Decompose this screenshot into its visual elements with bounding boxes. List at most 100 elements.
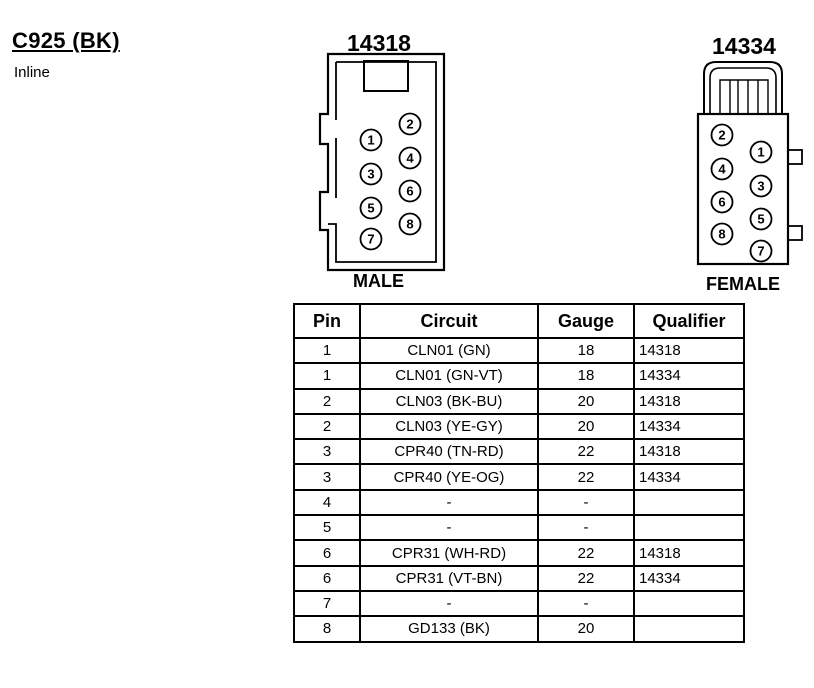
table-header-row: Pin Circuit Gauge Qualifier <box>293 303 745 339</box>
female-part-number: 14334 <box>712 33 776 59</box>
cell-circuit: CLN03 (BK-BU) <box>359 387 539 415</box>
cell-pin: 1 <box>293 336 361 365</box>
header-circuit: Circuit <box>359 303 539 339</box>
cell-pin: 8 <box>293 615 361 643</box>
cell-gauge: 22 <box>537 438 635 466</box>
female-pin-1: 1 <box>749 140 773 164</box>
svg-text:5: 5 <box>367 201 374 216</box>
svg-text:6: 6 <box>406 184 413 199</box>
female-label: FEMALE <box>706 274 780 294</box>
female-pin-7: 7 <box>749 239 773 263</box>
cell-gauge: 20 <box>537 615 635 643</box>
svg-text:6: 6 <box>718 195 725 210</box>
cell-gauge: 22 <box>537 564 635 592</box>
cell-pin: 2 <box>293 412 361 441</box>
male-pin-5: 5 <box>359 196 383 220</box>
cell-gauge: - <box>537 589 635 618</box>
svg-text:7: 7 <box>367 232 374 247</box>
cell-qualifier: 14318 <box>633 336 745 365</box>
svg-text:4: 4 <box>406 151 414 166</box>
male-pin-8: 8 <box>398 212 422 236</box>
cell-pin: 4 <box>293 488 361 517</box>
cell-qualifier <box>633 589 745 618</box>
svg-text:1: 1 <box>757 145 764 160</box>
cell-circuit: CPR40 (TN-RD) <box>359 438 539 466</box>
cell-qualifier <box>633 488 745 517</box>
cell-circuit: - <box>359 488 539 517</box>
table-row: 5-- <box>293 514 745 542</box>
cell-gauge: 22 <box>537 463 635 491</box>
female-pin-6: 6 <box>710 190 734 214</box>
cell-pin: 6 <box>293 539 361 567</box>
cell-circuit: CLN03 (YE-GY) <box>359 412 539 441</box>
svg-text:7: 7 <box>757 244 764 259</box>
cell-circuit: CPR40 (YE-OG) <box>359 463 539 491</box>
female-pin-4: 4 <box>710 157 734 181</box>
cell-pin: 7 <box>293 589 361 618</box>
male-pin-6: 6 <box>398 179 422 203</box>
female-pin-5: 5 <box>749 207 773 231</box>
female-pin-2: 2 <box>710 123 734 147</box>
cell-gauge: 18 <box>537 336 635 365</box>
header-gauge: Gauge <box>537 303 635 339</box>
svg-text:4: 4 <box>718 162 726 177</box>
cell-qualifier: 14334 <box>633 412 745 441</box>
cell-circuit: CPR31 (VT-BN) <box>359 564 539 592</box>
header-qualifier: Qualifier <box>633 303 745 339</box>
male-label: MALE <box>353 271 404 291</box>
header-pin: Pin <box>293 303 361 339</box>
cell-gauge: 22 <box>537 539 635 567</box>
cell-qualifier <box>633 615 745 643</box>
cell-pin: 3 <box>293 438 361 466</box>
female-pin-8: 8 <box>710 222 734 246</box>
table-row: 7-- <box>293 589 745 618</box>
svg-text:2: 2 <box>718 128 725 143</box>
cell-circuit: - <box>359 514 539 542</box>
cell-gauge: - <box>537 514 635 542</box>
female-pin-3: 3 <box>749 174 773 198</box>
cell-gauge: 18 <box>537 362 635 390</box>
cell-qualifier: 14318 <box>633 539 745 567</box>
svg-text:2: 2 <box>406 117 413 132</box>
svg-text:8: 8 <box>718 227 725 242</box>
cell-qualifier: 14334 <box>633 362 745 390</box>
cell-pin: 2 <box>293 387 361 415</box>
male-pin-7: 7 <box>359 227 383 251</box>
cell-pin: 6 <box>293 564 361 592</box>
connector-location: Inline <box>14 64 50 81</box>
svg-text:1: 1 <box>367 133 374 148</box>
cell-circuit: GD133 (BK) <box>359 615 539 643</box>
male-connector-diagram: 1 2 3 4 5 6 7 8 <box>318 52 446 272</box>
cell-qualifier: 14318 <box>633 387 745 415</box>
svg-text:5: 5 <box>757 212 764 227</box>
connector-title: C925 (BK) <box>12 28 120 53</box>
svg-text:8: 8 <box>406 217 413 232</box>
male-part-number: 14318 <box>347 30 411 56</box>
cell-qualifier: 14334 <box>633 564 745 592</box>
cell-gauge: - <box>537 488 635 517</box>
male-pin-1: 1 <box>359 128 383 152</box>
male-pin-3: 3 <box>359 162 383 186</box>
female-connector-diagram: 1 2 3 4 5 6 7 8 <box>696 61 803 266</box>
male-pin-4: 4 <box>398 146 422 170</box>
cell-circuit: CLN01 (GN) <box>359 336 539 365</box>
cell-pin: 1 <box>293 362 361 390</box>
svg-text:3: 3 <box>757 179 764 194</box>
cell-qualifier: 14318 <box>633 438 745 466</box>
svg-text:3: 3 <box>367 167 374 182</box>
cell-circuit: CLN01 (GN-VT) <box>359 362 539 390</box>
cell-gauge: 20 <box>537 412 635 441</box>
cell-circuit: CPR31 (WH-RD) <box>359 539 539 567</box>
table-row: 4-- <box>293 488 745 517</box>
male-pin-2: 2 <box>398 112 422 136</box>
